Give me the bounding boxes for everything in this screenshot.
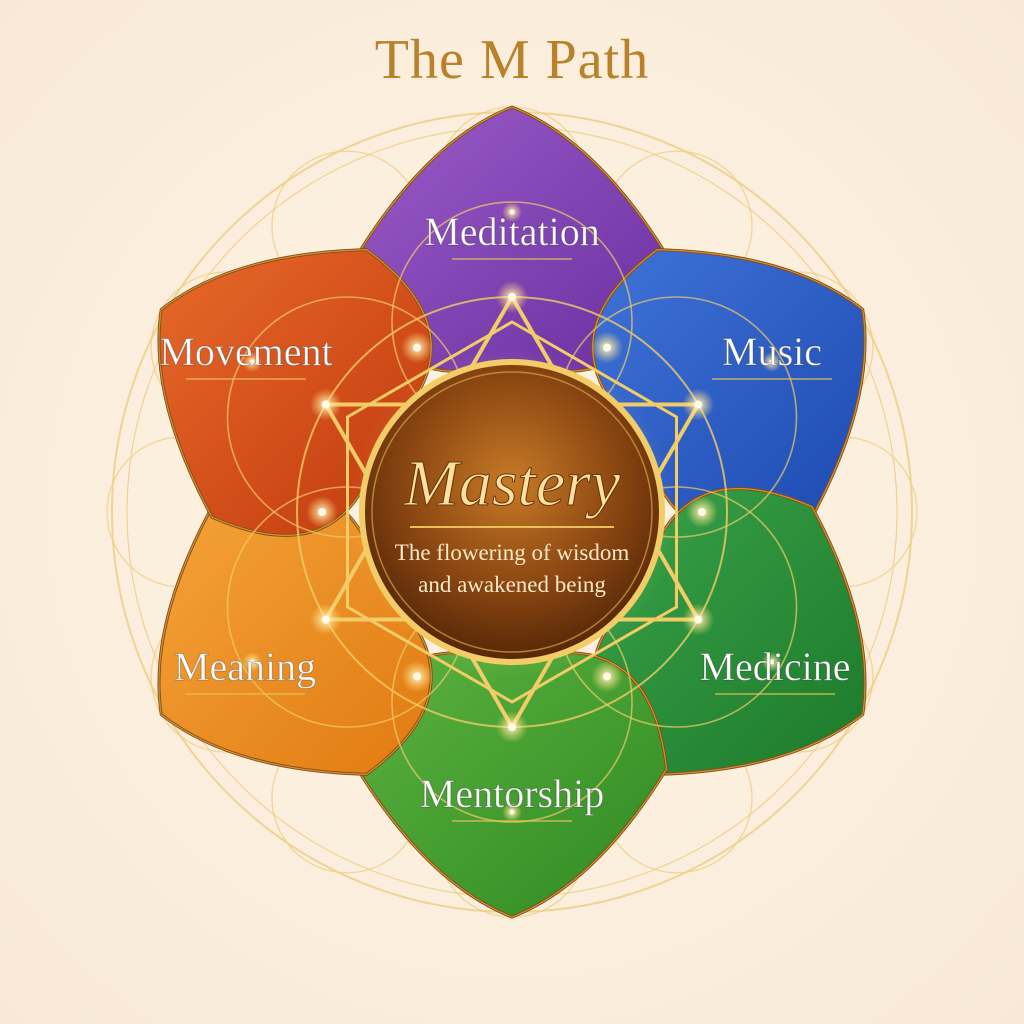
glow-node-core [694, 400, 703, 409]
petal-outline [158, 249, 432, 536]
glow-node-core [694, 615, 703, 624]
glow-node-core [698, 508, 706, 516]
glow-node-core [249, 659, 255, 665]
glow-node-core [321, 615, 330, 624]
glow-node-core [413, 672, 421, 681]
glow-node-core [603, 672, 611, 681]
glow-node-core [603, 343, 611, 352]
glow-node-core [769, 659, 775, 665]
glow-node-core [509, 209, 515, 215]
glow-node-core [249, 359, 255, 365]
center-subtitle-line2: and awakened being [418, 572, 606, 597]
inner-hexagon [346, 320, 678, 704]
glow-node-core [508, 293, 516, 301]
glow-node-core [769, 359, 775, 365]
petal-label-movement: Movement [159, 329, 332, 374]
center-medallion: Mastery The flowering of wisdom and awak… [347, 347, 677, 677]
glow-node-core [509, 809, 515, 815]
glow-nodes [242, 202, 782, 822]
petal-label-mentorship: Mentorship [420, 771, 604, 816]
center-label: Mastery [403, 447, 621, 520]
petal-label-music: Music [722, 329, 822, 374]
glow-node-core [318, 508, 326, 516]
glow-node-core [508, 723, 516, 731]
petal-group [157, 105, 867, 919]
center-subtitle-line1: The flowering of wisdom [395, 540, 630, 565]
glow-node-core [321, 400, 330, 409]
petal-label-meditation: Meditation [424, 209, 600, 254]
center-circle [359, 359, 665, 665]
petal-label-meaning: Meaning [174, 644, 316, 689]
petal-label-medicine: Medicine [699, 644, 850, 689]
page-title: The M Path [374, 29, 650, 91]
glow-node-core [413, 343, 421, 352]
